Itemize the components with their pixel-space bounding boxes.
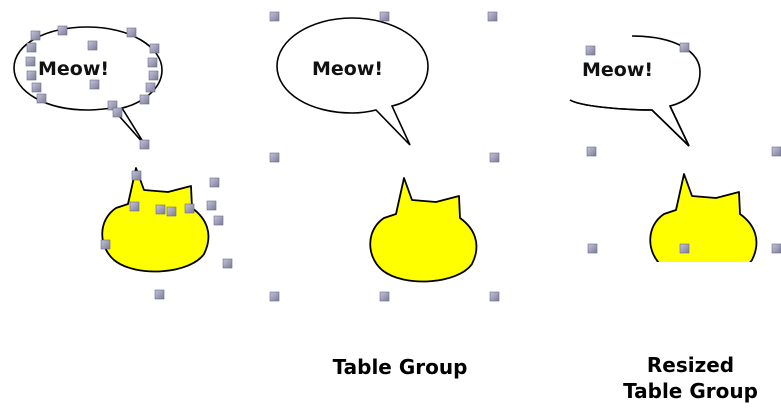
panel-resized-table-group: Meow! (569, 35, 781, 262)
panel-table-group: Meow! (269, 11, 500, 302)
bubble-text: Meow! (582, 59, 653, 81)
cat-head (369, 177, 478, 283)
caption-line-1: Resized (646, 353, 735, 377)
speech-bubble: Meow! (276, 17, 429, 146)
bubble-text: Meow! (312, 58, 383, 80)
selection-handles[interactable] (25, 25, 233, 300)
selection-handles[interactable] (585, 42, 781, 254)
cat-head (649, 173, 758, 262)
speech-bubble: Meow! (569, 35, 701, 147)
panel-components: Meow! (13, 25, 233, 300)
caption-resized-table-group: Resized Table Group (600, 352, 781, 404)
bubble-text: Meow! (38, 58, 109, 80)
caption-table-group: Table Group (332, 355, 468, 379)
cat-head (101, 167, 210, 273)
speech-bubble: Meow! (13, 26, 163, 146)
caption-line-2: Table Group (623, 379, 758, 403)
selection-handles[interactable] (269, 11, 500, 302)
